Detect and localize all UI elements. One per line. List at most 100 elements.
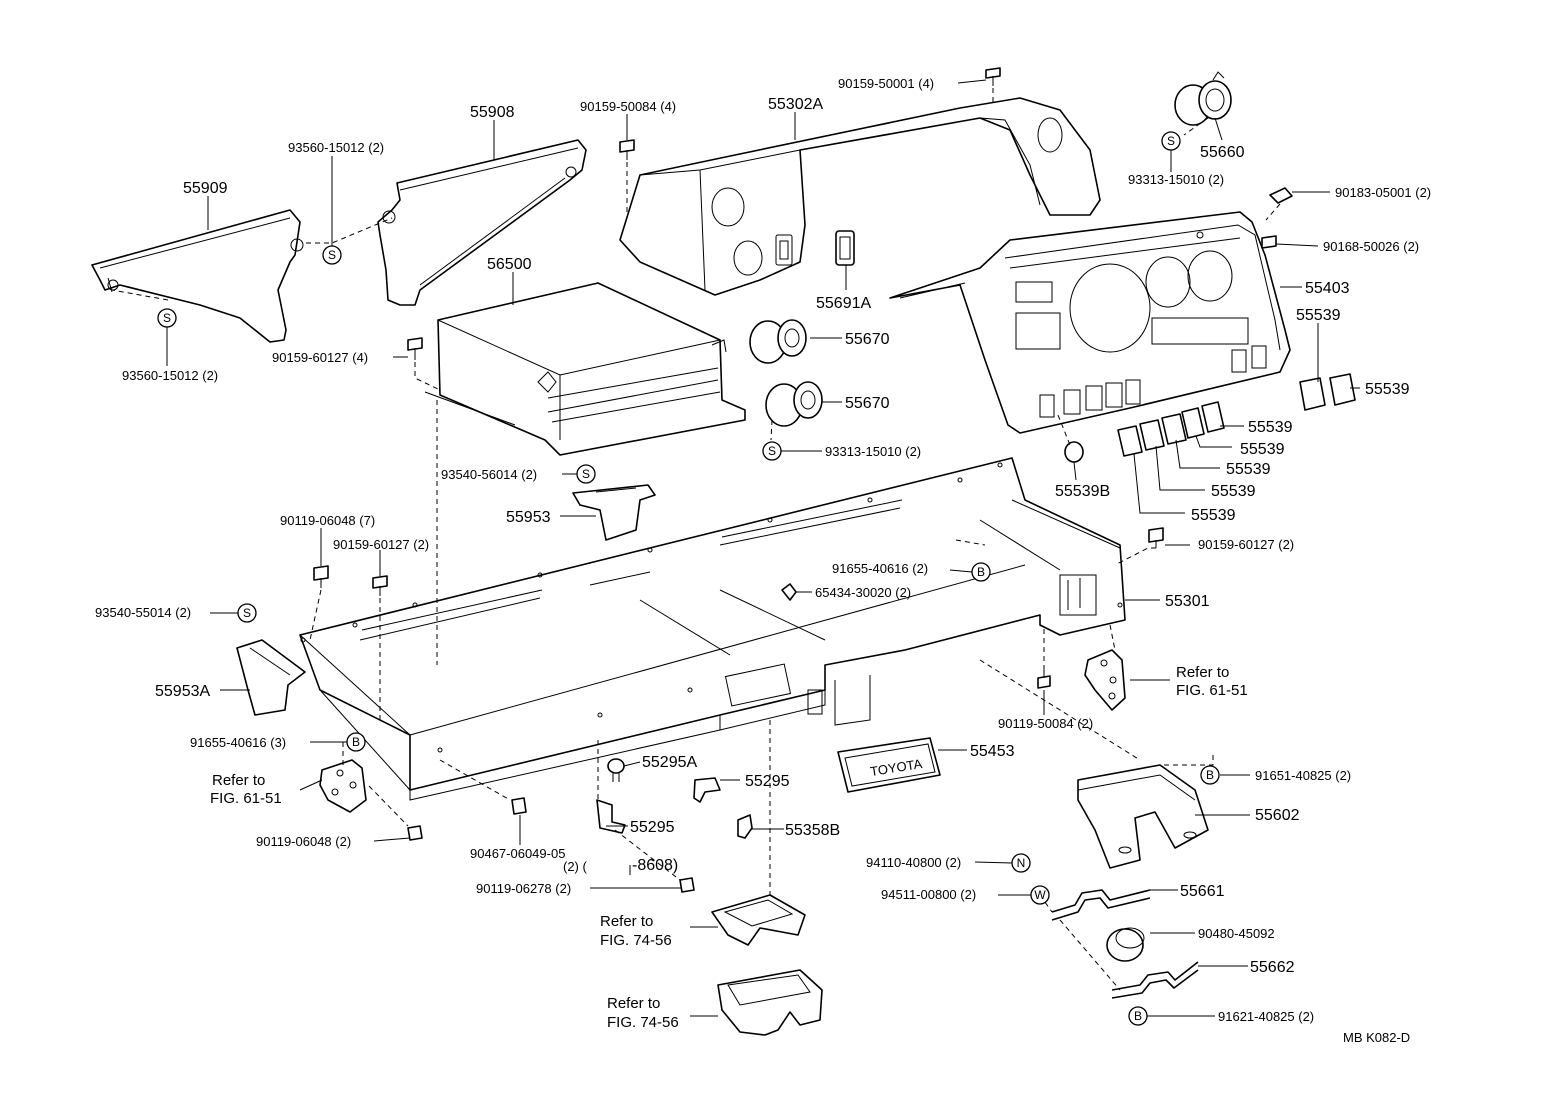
- lighter-55670: [749, 319, 823, 427]
- strap-55662: [1111, 961, 1199, 999]
- side-panel-55908: [377, 139, 587, 306]
- symbol-s-6-text: S: [243, 606, 251, 620]
- label-90159-60127-4: 90159-60127 (4): [272, 350, 368, 365]
- symbol-s-2-text: S: [163, 311, 171, 325]
- symbol-s-1-text: S: [328, 248, 336, 262]
- label-fig-74-56-bot: FIG. 74-56: [607, 1014, 679, 1031]
- label-55660: 55660: [1200, 144, 1245, 161]
- symbol-b-3-text: B: [1206, 768, 1214, 782]
- label-93560-bot: 93560-15012 (2): [122, 368, 218, 383]
- label-55295A: 55295A: [642, 754, 697, 771]
- label-55453: 55453: [970, 743, 1015, 760]
- switch-55691A: [835, 230, 855, 266]
- label-8608: -8608): [632, 857, 678, 874]
- label-55602: 55602: [1255, 807, 1300, 824]
- part-labels: 55909 55908 93560-15012 (2) 93560-15012 …: [95, 76, 1431, 1045]
- label-55670-b: 55670: [845, 395, 890, 412]
- bolt-90119-50084-icon: [1037, 670, 1051, 689]
- screw-90119-06048-icon: [313, 565, 329, 588]
- screw-90168-icon: [1261, 235, 1277, 249]
- retainer-55953: [236, 484, 656, 716]
- label-fig-74-56-mid: FIG. 74-56: [600, 932, 672, 949]
- label-refer-mid: Refer to: [600, 913, 653, 930]
- label-91621: 91621-40825 (2): [1218, 1009, 1314, 1024]
- label-55539-f: 55539: [1211, 483, 1256, 500]
- label-55539-c: 55539: [1248, 419, 1293, 436]
- label-93560-top: 93560-15012 (2): [288, 140, 384, 155]
- label-90119-06048-2: 90119-06048 (2): [256, 834, 351, 849]
- screw-90159-50084-icon: [619, 139, 635, 160]
- symbol-w-text: W: [1034, 888, 1046, 902]
- leader-lines: [166, 79, 1360, 1017]
- symbol-b-4-text: B: [1134, 1009, 1142, 1023]
- bolt-90119-06278-icon: [679, 877, 695, 893]
- label-91655-left: 91655-40616 (3): [190, 735, 286, 750]
- ashtray-lower: [717, 969, 823, 1036]
- label-refer-right: Refer to: [1176, 664, 1229, 681]
- label-55908: 55908: [470, 104, 515, 121]
- label-55539-d: 55539: [1240, 441, 1285, 458]
- bracket-55602: [1077, 764, 1209, 869]
- label-90159-60127-2a: 90159-60127 (2): [333, 537, 429, 552]
- symbol-n-text: N: [1017, 856, 1026, 870]
- bolt-90467-icon: [511, 797, 527, 815]
- symbol-s-5-text: S: [582, 467, 590, 481]
- label-fig-61-51-right: FIG. 61-51: [1176, 682, 1248, 699]
- ashtray-upper: [711, 894, 806, 946]
- label-55670-a: 55670: [845, 331, 890, 348]
- label-90183: 90183-05001 (2): [1335, 185, 1431, 200]
- label-94511: 94511-00800 (2): [881, 887, 976, 902]
- right-bracket: [1084, 649, 1126, 711]
- label-55661: 55661: [1180, 883, 1225, 900]
- label-55295-a: 55295: [745, 773, 790, 790]
- symbol-b-3: [1200, 765, 1220, 785]
- label-93540-56014: 93540-56014 (2): [441, 467, 537, 482]
- label-90159-50084: 90159-50084 (4): [580, 99, 676, 114]
- label-55539-b: 55539: [1365, 381, 1410, 398]
- frame-55301: [299, 457, 1126, 801]
- label-fig-61-51-left: FIG. 61-51: [210, 790, 282, 807]
- label-90119-50084: 90119-50084 (2): [998, 716, 1093, 731]
- label-55301: 55301: [1165, 593, 1210, 610]
- label-55953: 55953: [506, 509, 551, 526]
- left-bracket: [319, 759, 367, 813]
- label-90168: 90168-50026 (2): [1323, 239, 1419, 254]
- label-93540-55014: 93540-55014 (2): [95, 605, 191, 620]
- label-90467-a: 90467-06049-05: [470, 846, 565, 861]
- label-65434: 65434-30020 (2): [815, 585, 911, 600]
- grommet-90480: [1106, 927, 1145, 962]
- label-91651: 91651-40825 (2): [1255, 768, 1351, 783]
- screw-90159-60127-2-icon: [372, 575, 388, 596]
- label-90119-06278: 90119-06278 (2): [476, 881, 571, 896]
- label-55953A: 55953A: [155, 683, 210, 700]
- label-56500: 56500: [487, 256, 532, 273]
- label-55302A: 55302A: [768, 96, 823, 113]
- instrument-panel-55403: [889, 211, 1291, 434]
- label-refer-left: Refer to: [212, 772, 265, 789]
- diagram-code: MB K082-D: [1343, 1030, 1410, 1045]
- label-55539-a: 55539: [1296, 307, 1341, 324]
- symbol-s-3-text: S: [1167, 134, 1175, 148]
- label-90119-06048-7: 90119-06048 (7): [280, 513, 375, 528]
- label-93313-mid: 93313-15010 (2): [825, 444, 921, 459]
- cluster-cover-55302A: [619, 97, 1101, 296]
- label-55539B: 55539B: [1055, 483, 1110, 500]
- assembly-lines: [111, 88, 1281, 991]
- screw-90159-50001-icon: [985, 67, 1001, 86]
- label-55662: 55662: [1250, 959, 1295, 976]
- switch-covers-55539: [1064, 373, 1356, 463]
- strap-55661: [1051, 889, 1151, 921]
- label-94110: 94110-40800 (2): [866, 855, 961, 870]
- screw-90159-60127-right-icon: [1148, 527, 1164, 548]
- label-55909: 55909: [183, 180, 228, 197]
- symbol-b-2-text: B: [352, 735, 360, 749]
- screw-90159-60127-4-icon: [407, 337, 423, 360]
- bolt-90119-06048-2-icon: [407, 825, 423, 841]
- label-55358B: 55358B: [785, 822, 840, 839]
- label-55691A: 55691A: [816, 295, 871, 312]
- clips-55295: [596, 758, 753, 839]
- symbol-b-1-text: B: [977, 565, 985, 579]
- label-refer-bot: Refer to: [607, 995, 660, 1012]
- label-55403: 55403: [1305, 280, 1350, 297]
